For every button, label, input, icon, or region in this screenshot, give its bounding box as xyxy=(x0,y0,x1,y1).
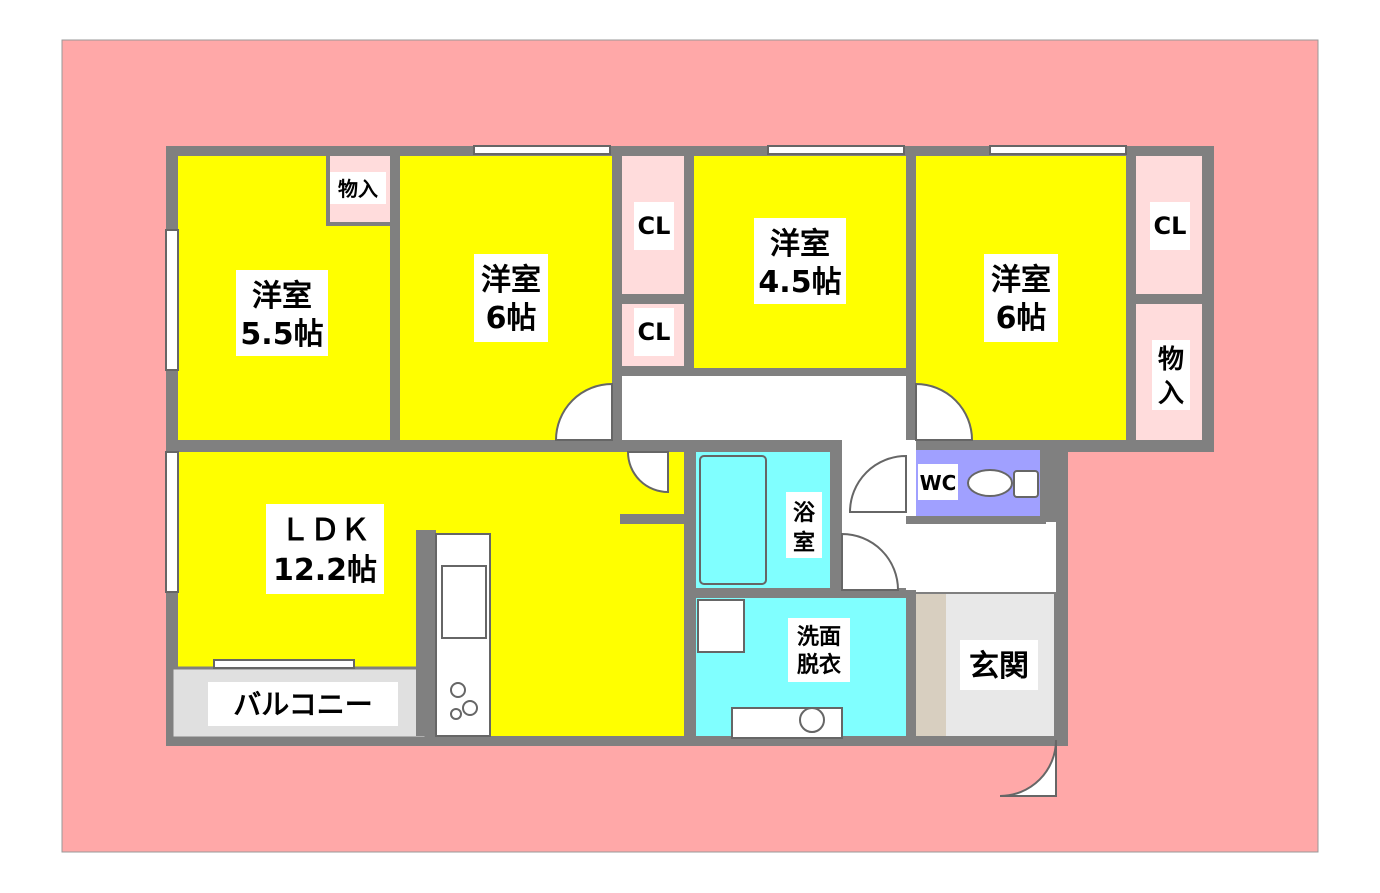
label-entrance: 玄関 xyxy=(969,649,1029,684)
label-western-6-left-title: 洋室 xyxy=(481,263,541,298)
label-bathroom-2: 室 xyxy=(793,530,815,556)
label-closet-c: CL xyxy=(1154,212,1187,240)
label-western-5-5-title: 洋室 xyxy=(252,279,312,314)
entrance-step xyxy=(916,594,946,736)
label-closet-a: CL xyxy=(638,212,671,240)
label-storage-right-2: 入 xyxy=(1158,379,1184,409)
doors xyxy=(554,382,1057,797)
bathtub xyxy=(699,455,767,585)
label-western-5-5-size: 5.5帖 xyxy=(240,317,323,352)
label-western-4-5-title: 洋室 xyxy=(770,227,830,262)
inner-walls xyxy=(326,156,1202,746)
toilet-bowl xyxy=(967,469,1039,498)
label-western-6-left-size: 6帖 xyxy=(486,301,537,336)
label-western-6-right-title: 洋室 xyxy=(991,263,1051,298)
label-storage-right-1: 物 xyxy=(1158,345,1184,375)
label-ldk-size: 12.2帖 xyxy=(273,553,377,588)
label-bathroom-1: 浴 xyxy=(793,501,816,526)
label-western-6-right-size: 6帖 xyxy=(996,301,1047,336)
washroom-fixtures xyxy=(697,599,843,739)
label-storage-top: 物入 xyxy=(338,177,378,201)
kitchen-counter xyxy=(435,533,491,737)
label-toilet: WC xyxy=(920,471,957,495)
label-washroom-2: 脱衣 xyxy=(797,652,841,678)
label-closet-b: CL xyxy=(638,318,671,346)
windows xyxy=(165,145,1127,669)
label-washroom-1: 洗面 xyxy=(797,625,841,650)
label-western-4-5-size: 4.5帖 xyxy=(758,265,841,300)
label-balcony: バルコニー xyxy=(233,688,372,721)
label-ldk-title: ＬＤＫ xyxy=(280,513,370,548)
room-labels: 洋室 5.5帖 物入 洋室 6帖 CL CL 洋室 4.5帖 洋室 6帖 CL … xyxy=(208,172,1190,726)
